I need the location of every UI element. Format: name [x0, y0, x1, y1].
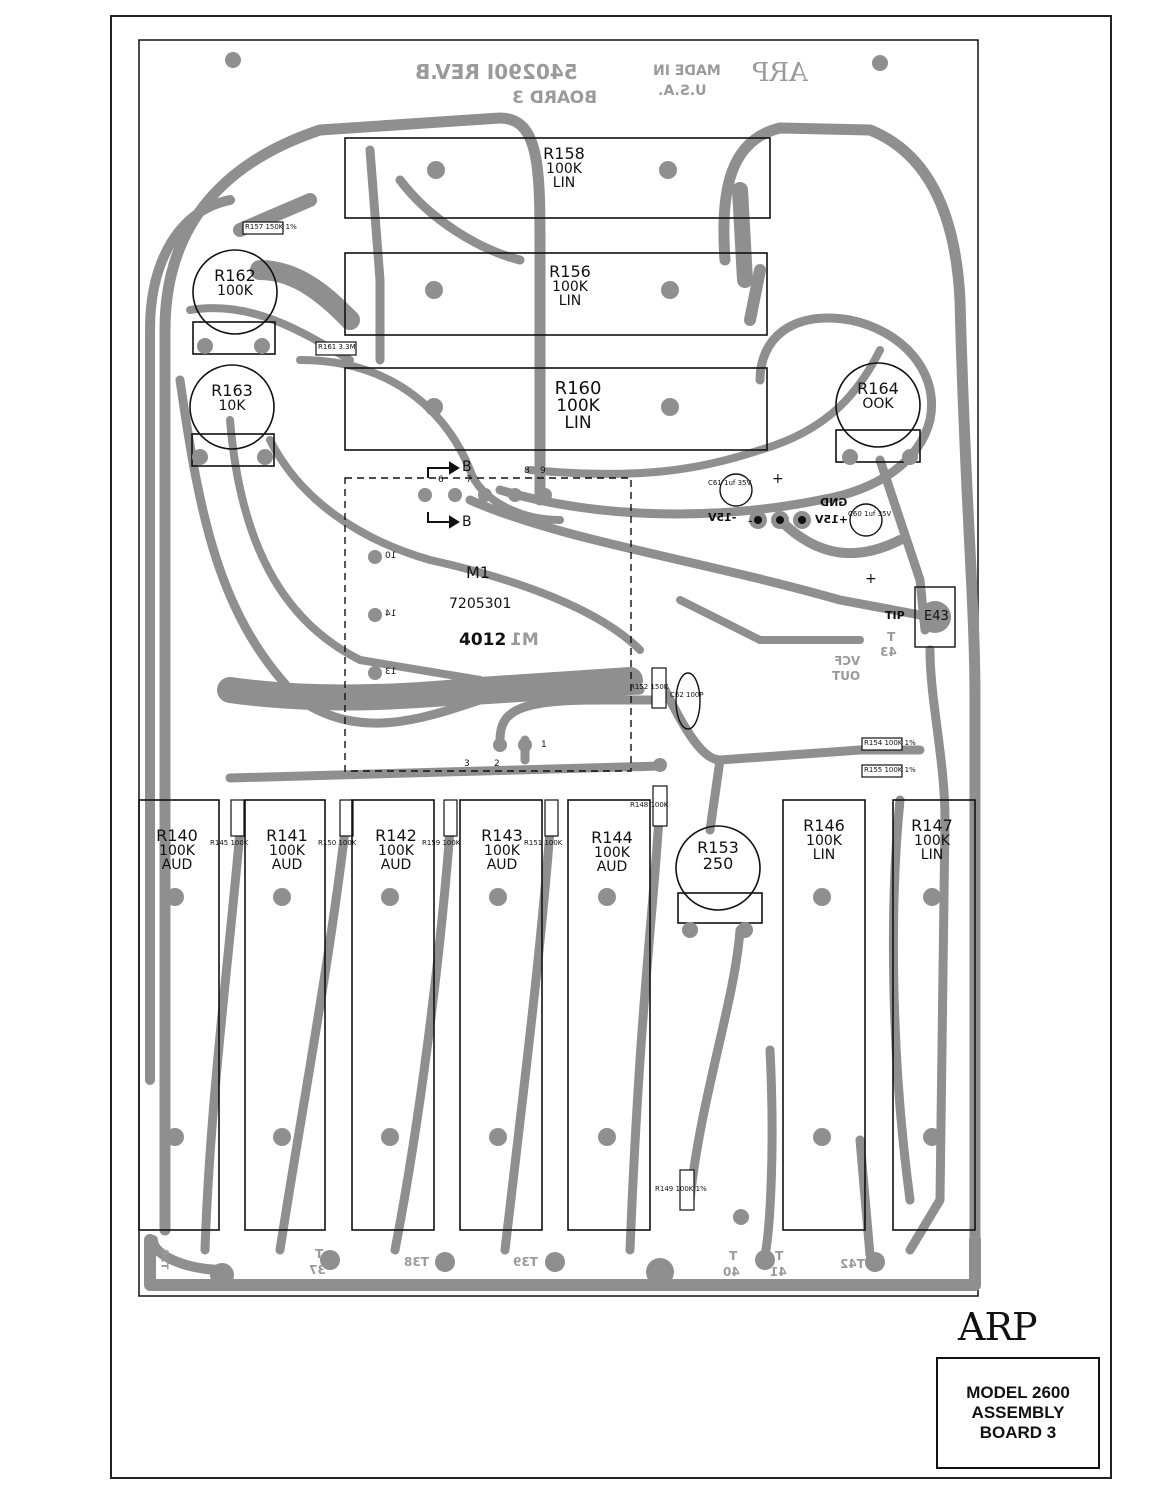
- r152-label: R152 150K: [630, 683, 669, 691]
- r162-label: R162 100K: [214, 266, 256, 299]
- tip-label: TIP: [885, 609, 905, 622]
- r150-label: R150 100K: [318, 839, 357, 847]
- t41-n-label: 41: [770, 1265, 787, 1279]
- t40-n-label: 40: [723, 1265, 740, 1279]
- e43-label: E43: [924, 609, 949, 624]
- module-m1-outline: [344, 477, 632, 772]
- arp-logo: ARP: [958, 1305, 1038, 1349]
- t41-t-label: T: [775, 1249, 784, 1263]
- b-arrows: [427, 461, 460, 529]
- country-text: U.S.A.: [658, 83, 707, 99]
- vcf-label: VCF: [834, 654, 861, 668]
- c60-label: C60 1uf 35V: [848, 510, 892, 518]
- pin-8-label: 8: [524, 466, 530, 476]
- minus15-label: -15V: [708, 511, 737, 524]
- board-id: 540290I REV.B: [415, 60, 578, 84]
- pin-7-label: 7: [466, 475, 472, 485]
- r159-label: R159 100K: [422, 839, 461, 847]
- r164-label: R164 OOK: [857, 379, 899, 412]
- made-in-text: MADE IN: [653, 63, 721, 79]
- title-line-3: BOARD 3: [979, 1423, 1057, 1442]
- board-name: BOARD 3: [512, 88, 598, 108]
- r151-label: R151 100K: [524, 839, 563, 847]
- traces: [144, 112, 981, 1291]
- r141-label: R141 100K AUD: [266, 826, 308, 873]
- b-top-label: B: [462, 459, 472, 475]
- r156-label: R156 100K LIN: [549, 262, 591, 309]
- t43-n-label: 43: [880, 645, 897, 659]
- gnd-label: GND: [820, 496, 848, 509]
- page-frame: [110, 15, 1112, 1479]
- pin-13-label: 13: [385, 667, 397, 677]
- r153-label: R153 250: [697, 838, 739, 873]
- e43-pad: [919, 601, 951, 633]
- pin-1-label: 1: [541, 740, 547, 750]
- r147-label: R147 100K LIN: [911, 816, 953, 863]
- r143-label: R143 100K AUD: [481, 826, 523, 873]
- title-line-1: MODEL 2600: [966, 1383, 1070, 1402]
- r154-label: R154 100K 1%: [864, 739, 916, 747]
- r146-label: R146 100K LIN: [803, 816, 845, 863]
- arp-copper-logo: ARP: [752, 58, 808, 88]
- r160-label: R160 100K LIN: [554, 378, 602, 433]
- minus-mark: -: [748, 514, 753, 529]
- pin-10-label: 10: [385, 551, 397, 561]
- r148-label: R148 100K: [630, 801, 669, 809]
- r161-label: R161 3.3M: [318, 343, 356, 351]
- module-code-mirrored: M1: [510, 630, 539, 650]
- r142-label: R142 100K AUD: [375, 826, 417, 873]
- trim-pots: [189, 249, 921, 924]
- r149-label: R149 100K 1%: [655, 1185, 707, 1193]
- t37-t-label: T: [315, 1247, 324, 1261]
- r163-label: R163 10K: [211, 381, 253, 414]
- e43-terminal: [914, 586, 956, 648]
- slider-pot-bodies: [344, 137, 771, 451]
- r157-label: R157 150K 1%: [245, 223, 297, 231]
- vertical-pot-pads: [166, 888, 941, 1146]
- plus-b: +: [865, 571, 877, 587]
- r155-label: R155 100K 1%: [864, 766, 916, 774]
- pin-14-label: 14: [385, 609, 397, 619]
- r158-label: R158 100K LIN: [543, 144, 585, 191]
- module-part: 7205301: [449, 596, 512, 612]
- c62-label: C62 100P: [670, 691, 704, 699]
- c61-label: C61 1uf 35V: [708, 479, 752, 487]
- r145-label: R145 100K: [210, 839, 249, 847]
- title-block: MODEL 2600 ASSEMBLY BOARD 3: [936, 1357, 1100, 1469]
- b-bottom-label: B: [462, 514, 472, 530]
- r140-label: R140 100K AUD: [156, 826, 198, 873]
- pin-2-label: 2: [494, 759, 500, 769]
- power-pads: [749, 511, 811, 529]
- pin-6-label: 6: [438, 475, 444, 485]
- plus-a: +: [772, 471, 784, 487]
- r144-label: R144 100K AUD: [591, 828, 633, 875]
- module-code: 4012: [459, 630, 507, 650]
- t42-label: T42: [840, 1257, 865, 1271]
- slider-pot-pads: [425, 161, 679, 416]
- plus15-label: +15V: [815, 513, 849, 526]
- t43-t-label: T: [887, 630, 896, 644]
- out-label: OUT: [832, 669, 861, 683]
- t36-label: T36: [158, 1248, 170, 1270]
- module-name: M1: [466, 563, 490, 582]
- pin-3-label: 3: [464, 759, 470, 769]
- title-line-2: ASSEMBLY: [971, 1403, 1065, 1422]
- t38-label: T38: [404, 1255, 429, 1269]
- t40-t-label: T: [729, 1249, 738, 1263]
- t37-n-label: 37: [309, 1263, 326, 1277]
- mounting-holes: [210, 52, 888, 1287]
- pin-9-label: 9: [540, 466, 546, 476]
- trim-pot-pads: [192, 338, 918, 938]
- small-resistors: [230, 221, 903, 1211]
- module-pins: [368, 488, 667, 772]
- vertical-pot-bodies: [138, 799, 976, 1231]
- capacitors: [675, 473, 883, 730]
- t39-label: T39: [513, 1255, 538, 1269]
